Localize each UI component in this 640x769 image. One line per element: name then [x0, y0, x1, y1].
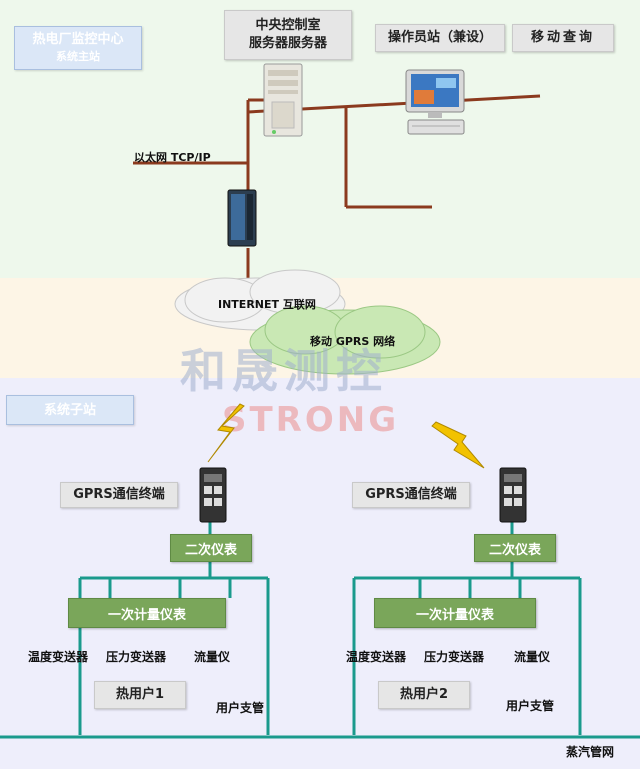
substation-title: 系统子站	[43, 402, 96, 418]
secondary-meter-label-left: 二次仪表	[184, 542, 237, 558]
mobile-query-box: 移动查询	[512, 24, 614, 52]
steam-network-label: 蒸汽管网	[566, 745, 615, 759]
pressure-transmitter-label-left: 压力变送器	[106, 650, 167, 664]
branch-pipe-label-left: 用户支管	[216, 701, 265, 715]
heat-user-box-right: 热用户2	[378, 681, 470, 709]
secondary-meter-box-right: 二次仪表	[474, 534, 556, 562]
internet-label: INTERNET 互联网	[218, 298, 316, 311]
ethernet-label: 以太网 TCP/IP	[134, 151, 211, 164]
lightning-icon	[431, 421, 485, 469]
computer-monitor-icon	[405, 69, 465, 135]
server-icon	[263, 63, 303, 137]
flow-meter-label-left: 流量仪	[194, 650, 231, 664]
gprs-terminal-box-left: GPRS通信终端	[60, 482, 178, 508]
operator-station-box: 操作员站（兼设）	[375, 24, 505, 52]
temp-transmitter-label-right: 温度变送器	[346, 650, 407, 664]
primary-meter-label-right: 一次计量仪表	[415, 607, 494, 623]
lightning-icon	[207, 403, 245, 463]
secondary-meter-label-right: 二次仪表	[488, 542, 541, 558]
gprs-terminal-label-right: GPRS通信终端	[365, 487, 457, 502]
watermark-english: STRONG	[222, 400, 400, 440]
pressure-transmitter-label-right: 压力变送器	[424, 650, 485, 664]
gprs-terminal-box-right: GPRS通信终端	[352, 482, 470, 508]
main-station-title: 热电厂监控中心	[32, 32, 124, 47]
substation-title-box: 系统子站	[6, 395, 134, 425]
mobile-query-label: 移动查询	[530, 30, 595, 45]
secondary-meter-box-left: 二次仪表	[170, 534, 252, 562]
gateway-device-icon	[227, 189, 257, 247]
primary-meter-box-left: 一次计量仪表	[68, 598, 226, 628]
temp-transmitter-label-left: 温度变送器	[28, 650, 89, 664]
watermark-chinese: 和晟测控	[180, 344, 388, 398]
central-control-room-box: 中央控制室 服务器服务器	[224, 10, 352, 60]
main-station-subtitle: 系统主站	[55, 50, 100, 63]
network-cloud	[174, 269, 441, 375]
flow-meter-label-right: 流量仪	[514, 650, 551, 664]
central-room-title: 中央控制室	[255, 18, 321, 33]
heat-user-label-left: 热用户1	[115, 687, 165, 702]
branch-pipe-label-right: 用户支管	[506, 699, 555, 713]
primary-meter-label-left: 一次计量仪表	[107, 607, 186, 623]
primary-meter-box-right: 一次计量仪表	[374, 598, 536, 628]
gprs-terminal-device-icon	[199, 467, 227, 523]
gprs-terminal-label-left: GPRS通信终端	[73, 487, 165, 502]
gprs-terminal-device-icon	[499, 467, 527, 523]
main-station-title-box: 热电厂监控中心 系统主站	[14, 26, 142, 70]
operator-station-label: 操作员站（兼设）	[387, 30, 492, 45]
gprs-network-label: 移动 GPRS 网络	[310, 335, 396, 348]
central-room-subtitle: 服务器服务器	[248, 36, 327, 51]
heat-user-label-right: 热用户2	[399, 687, 449, 702]
heat-user-box-left: 热用户1	[94, 681, 186, 709]
